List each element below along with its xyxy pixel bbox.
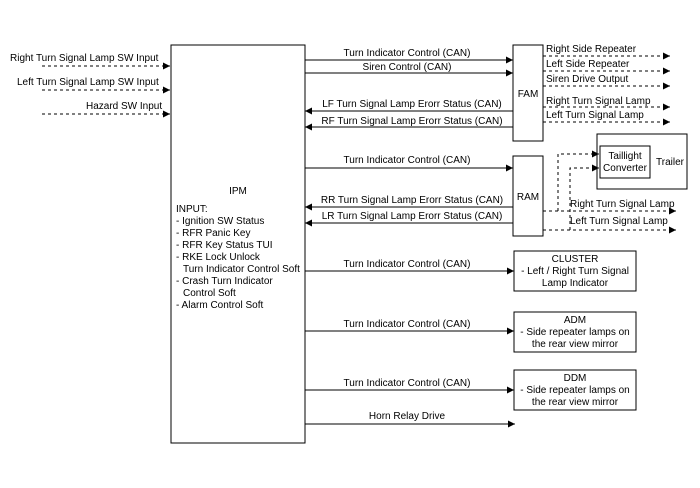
ddm-module: DDM - Side repeater lamps on the rear vi… [513, 369, 637, 411]
adm-line2: the rear view mirror [532, 339, 619, 350]
ddm-line1: - Side repeater lamps on [520, 385, 630, 396]
ipm-input-item: Turn Indicator Control Soft [183, 264, 300, 275]
fam-lf-status-label: LF Turn Signal Lamp Erorr Status (CAN) [322, 99, 502, 110]
cluster-line1: - Left / Right Turn Signal [521, 266, 629, 277]
adm-title: ADM [564, 315, 586, 326]
ram-rr-status-label: RR Turn Signal Lamp Erorr Status (CAN) [321, 195, 503, 206]
fam-output-label: Right Turn Signal Lamp [546, 96, 651, 107]
fam-output-label: Left Turn Signal Lamp [546, 110, 644, 121]
cluster-title: CLUSTER [552, 254, 599, 265]
fam-turn-label: Turn Indicator Control (CAN) [344, 48, 471, 59]
ddm-turn-label: Turn Indicator Control (CAN) [344, 378, 471, 389]
converter-feed-left [569, 164, 599, 230]
ipm-input-item: - RFR Panic Key [176, 228, 250, 239]
fam-rf-status-label: RF Turn Signal Lamp Erorr Status (CAN) [321, 116, 502, 127]
ipm-ram-signals: Turn Indicator Control (CAN) RR Turn Sig… [305, 155, 513, 227]
ram-module: RAM [512, 155, 544, 237]
trailer-module: Trailer Taillight Converter [596, 133, 688, 190]
ddm-line2: the rear view mirror [532, 397, 619, 408]
taillight-converter [599, 145, 651, 179]
adm-line1: - Side repeater lamps on [520, 327, 630, 338]
converter-feed-right [557, 150, 599, 211]
converter-line1: Taillight [608, 151, 642, 162]
cluster-line2: Lamp Indicator [542, 278, 609, 289]
fam-title: FAM [518, 89, 539, 100]
ipm-input-item: - Crash Turn Indicator [176, 276, 273, 287]
cluster-turn-label: Turn Indicator Control (CAN) [344, 259, 471, 270]
ipm-input-item: - Ignition SW Status [176, 216, 264, 227]
adm-module: ADM - Side repeater lamps on the rear vi… [513, 311, 637, 353]
ram-turn-label: Turn Indicator Control (CAN) [344, 155, 471, 166]
fam-outputs: Right Side Repeater Left Side Repeater S… [543, 44, 670, 126]
ipm-input-item: - Alarm Control Soft [176, 300, 263, 311]
ram-output-label: Right Turn Signal Lamp [570, 199, 675, 210]
ipm-input-item: - RFR Key Status TUI [176, 240, 273, 251]
ram-title: RAM [517, 192, 539, 203]
ipm-input-item: Control Soft [183, 288, 236, 299]
left-turn-sw-label: Left Turn Signal Lamp SW Input [17, 77, 159, 88]
fam-output-label: Siren Drive Output [546, 74, 628, 85]
ram-output-label: Left Turn Signal Lamp [570, 216, 668, 227]
ipm-module: IPM INPUT: - Ignition SW Status - RFR Pa… [170, 44, 306, 444]
ram-lr-status-label: LR Turn Signal Lamp Erorr Status (CAN) [322, 211, 503, 222]
right-turn-sw-label: Right Turn Signal Lamp SW Input [10, 53, 159, 64]
converter-line2: Converter [603, 163, 648, 174]
switch-inputs: Right Turn Signal Lamp SW Input Left Tur… [10, 53, 170, 118]
cluster-module: CLUSTER - Left / Right Turn Signal Lamp … [513, 250, 637, 292]
horn-label: Horn Relay Drive [369, 411, 446, 422]
fam-siren-label: Siren Control (CAN) [363, 62, 452, 73]
ipm-input-item: - RKE Lock Unlock [176, 252, 261, 263]
trailer-title: Trailer [656, 157, 685, 168]
fam-output-label: Right Side Repeater [546, 44, 637, 55]
fam-module: FAM [512, 44, 544, 142]
adm-turn-label: Turn Indicator Control (CAN) [344, 319, 471, 330]
ddm-title: DDM [564, 373, 587, 384]
fam-output-label: Left Side Repeater [546, 59, 630, 70]
hazard-sw-label: Hazard SW Input [86, 101, 162, 112]
ipm-fam-signals: Turn Indicator Control (CAN) Siren Contr… [305, 48, 513, 131]
ipm-input-label: INPUT: [176, 204, 208, 215]
ram-outputs: Right Turn Signal Lamp Left Turn Signal … [543, 150, 676, 234]
ipm-title: IPM [229, 186, 247, 197]
